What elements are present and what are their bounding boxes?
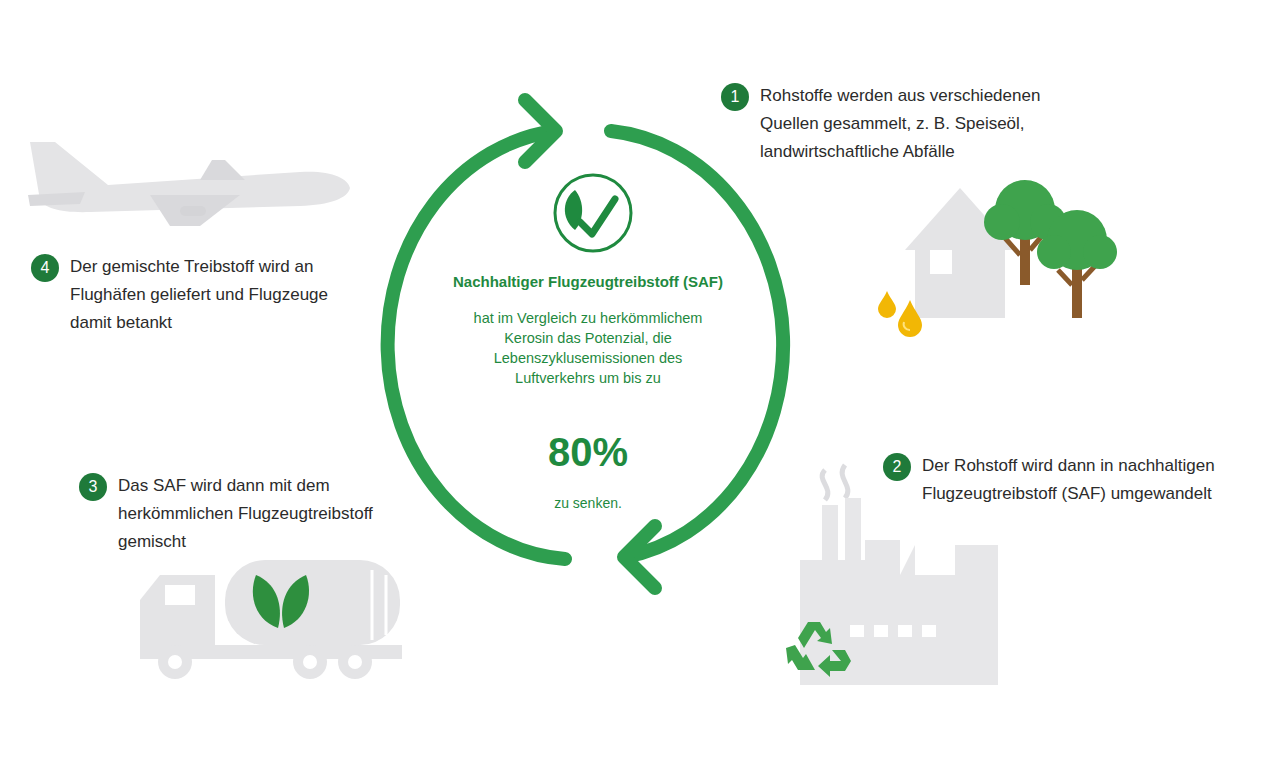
recycle-symbol [786, 622, 851, 677]
process-step: 4 Der gemischte Treibstoff wird an Flughä… [31, 254, 370, 337]
saf-check-icon [555, 175, 631, 251]
house-trees-icon [878, 180, 1117, 337]
callout-number: 3 [79, 473, 107, 501]
step-description: Der gemischte Treibstoff wird an Flughäf… [70, 253, 370, 337]
heading-text: Nachhaltiger Flugzeugtreibstoff (SAF) [418, 272, 758, 292]
callout-number: 2 [883, 453, 911, 481]
callout-number: 1 [721, 83, 749, 111]
truck-icon [140, 560, 402, 679]
cycle-arrows [388, 100, 784, 588]
callout-number: 4 [31, 254, 59, 282]
process-step: 1 Rohstoffe werden aus verschiedenen Quel… [721, 83, 1080, 166]
body-text: hat im Vergleich zu herkömmlichem Kerosi… [453, 308, 723, 388]
center-text-block: Nachhaltiger Flugzeugtreibstoff (SAF) hat… [418, 272, 758, 512]
process-step: 3 Das SAF wird dann mit dem herkömmlichen… [79, 473, 413, 556]
step-description: Das SAF wird dann mit dem herkömmlichen … [118, 472, 413, 556]
percentage-value: 80% [418, 428, 758, 476]
leaf-icon [253, 575, 309, 628]
body-text: zu senken. [418, 494, 758, 512]
step-description: Rohstoffe werden aus verschiedenen Quell… [760, 82, 1080, 166]
process-step: 2 Der Rohstoff wird dann in nachhaltigen … [883, 453, 1262, 508]
step-description: Der Rohstoff wird dann in nachhaltigen F… [922, 452, 1262, 508]
airplane-icon [28, 142, 350, 226]
